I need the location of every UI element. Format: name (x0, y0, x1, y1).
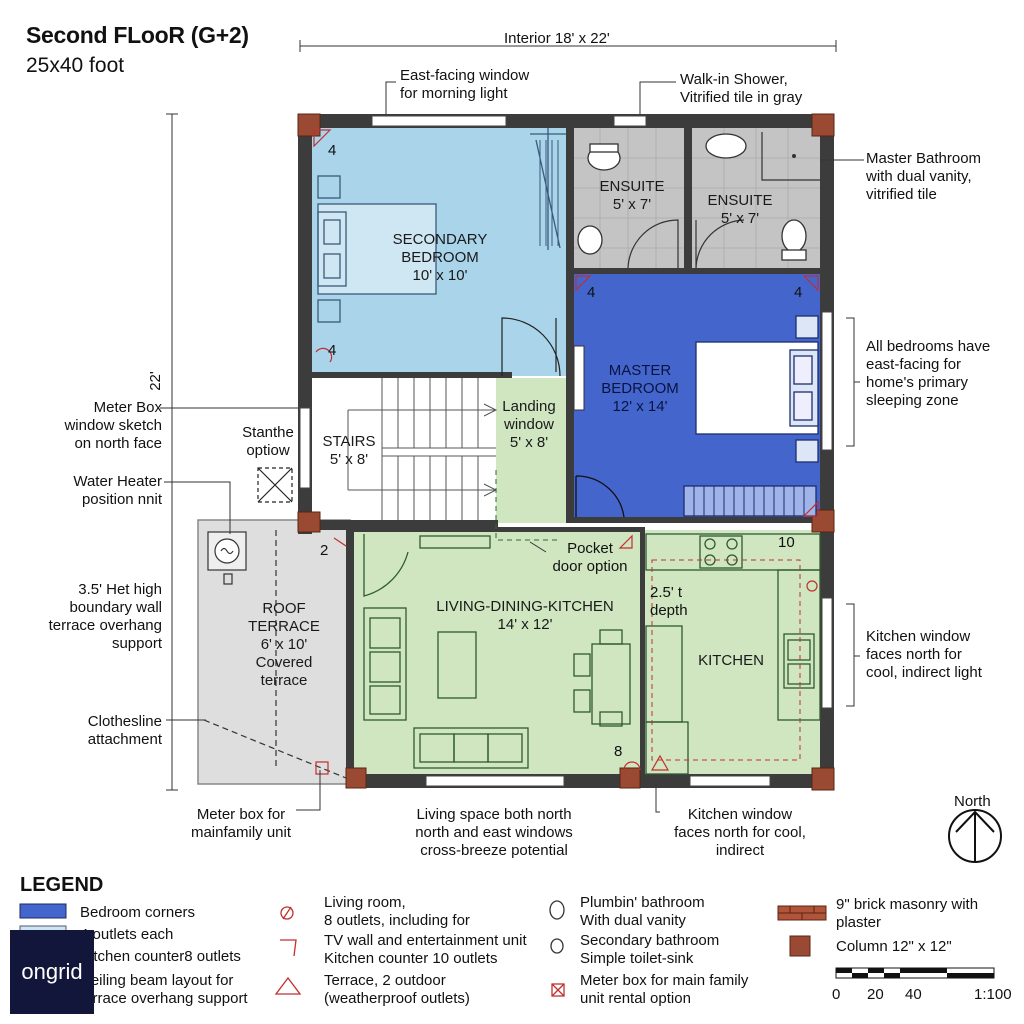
ensuite-right-size: 5' x 7' (720, 210, 760, 227)
outlet-count: 2 (320, 542, 329, 559)
bedrooms-east-callout: All bedrooms have east-facing for home's… (866, 338, 991, 409)
outlet-count: 4 (328, 142, 337, 159)
plan-subtitle: 25x40 foot (26, 54, 125, 77)
master-bath-callout: Master Bathroom with dual vanity, vitrif… (866, 150, 982, 203)
pocket-door-note: Pocket door option (552, 540, 628, 575)
plan-title: Second FLooR (G+2) (26, 22, 249, 48)
stairs-label: STAIRS (322, 433, 376, 450)
stairs-size: 5' x 8' (329, 451, 369, 468)
bath-tiles (572, 128, 820, 268)
outlet-count: 8 (614, 743, 623, 760)
legend-item: TV wall and entertainment unit Kitchen c… (324, 932, 527, 967)
scale-ratio: 1:100 (974, 986, 1012, 1003)
outlet-count: 4 (587, 284, 596, 301)
kitchen-window-callout: Kitchen window faces north for cool, ind… (866, 628, 982, 681)
shower-callout: Walk-in Shower, Vitrified tile in gray (680, 71, 803, 106)
terrace-covered-note: Covered terrace (255, 654, 313, 689)
secondary-bedroom-label: SECONDARY BEDROOM (392, 231, 488, 266)
stair-option-note: Stanthe optiow (242, 424, 294, 459)
north-label: North (954, 793, 991, 810)
landing-area (496, 378, 566, 523)
columns (297, 113, 835, 791)
meter-window-callout: Meter Box window sketch on north face (64, 399, 162, 452)
legend-item: 9" brick masonry with plaster (836, 896, 979, 931)
legend-title: LEGEND (20, 874, 104, 896)
legend-item: Plumbin' bathroom With dual vanity (580, 894, 705, 929)
legend-item: Living room, 8 outlets, including for (324, 894, 470, 929)
outlet-count: 4 (794, 284, 803, 301)
ongrid-logo: ongrid (10, 930, 94, 1014)
boundary-wall-callout: 3.5' Het high boundary wall terrace over… (48, 581, 162, 652)
legend-item: Terrace, 2 outdoor (weatherproof outlets… (324, 972, 470, 1007)
legend-item: Bedroom corners (80, 904, 196, 921)
north-arrow (948, 809, 1002, 863)
scale-tick: 40 (905, 986, 922, 1003)
legend-item: terrace overhang support (80, 990, 248, 1007)
kitchen-area (642, 530, 820, 774)
terrace-label: ROOF TERRACE (248, 600, 320, 635)
scale-tick: 0 (832, 986, 841, 1003)
living-label: LIVING-DINING-KITCHEN (436, 598, 614, 615)
landing-size: 5' x 8' (509, 434, 549, 451)
legend-item: Secondary bathroom Simple toilet-sink (580, 932, 720, 967)
ensuite-left-label: ENSUITE (599, 178, 665, 195)
stairs-area (314, 378, 496, 520)
east-window-callout: East-facing window for morning light (400, 67, 530, 102)
side-dimension: 22' (146, 371, 164, 391)
clothesline-callout: Clothesline attachment (87, 713, 162, 748)
meter-main-callout: Meter box for mainfamily unit (190, 806, 292, 841)
legend-item: 4 outlets each (80, 926, 174, 943)
living-space-callout: Living space both north north and east w… (415, 806, 573, 859)
legend-item: Meter box for main family unit rental op… (580, 972, 749, 1007)
counter-depth-note: 2.5' t depth (650, 584, 688, 619)
secondary-bedroom-size: 10' x 10' (412, 267, 468, 284)
kitchen-label: KITCHEN (698, 652, 764, 669)
ensuite-left-size: 5' x 7' (612, 196, 652, 213)
living-size: 14' x 12' (497, 616, 553, 633)
master-bedroom-size: 12' x 14' (612, 398, 668, 415)
master-bedroom-label: MASTER BEDROOM (601, 362, 679, 397)
outlet-count: 4 (328, 342, 337, 359)
interior-dimension: Interior 18' x 22' (504, 30, 610, 47)
outlet-count: 10 (778, 534, 795, 551)
legend-item: Column 12" x 12" (836, 938, 952, 955)
water-heater-callout: Water Heater position nnit (73, 473, 162, 508)
landing-label: Landing window (502, 398, 556, 433)
terrace-size: 6' x 10' (260, 636, 308, 653)
legend-item: Ceiling beam layout for (80, 972, 234, 989)
kitchen-window-bottom-callout: Kitchen window faces north for cool, ind… (674, 806, 806, 859)
ensuite-right-label: ENSUITE (707, 192, 773, 209)
scale-tick: 20 (867, 986, 884, 1003)
legend-item: Kitchen counter8 outlets (80, 948, 241, 965)
